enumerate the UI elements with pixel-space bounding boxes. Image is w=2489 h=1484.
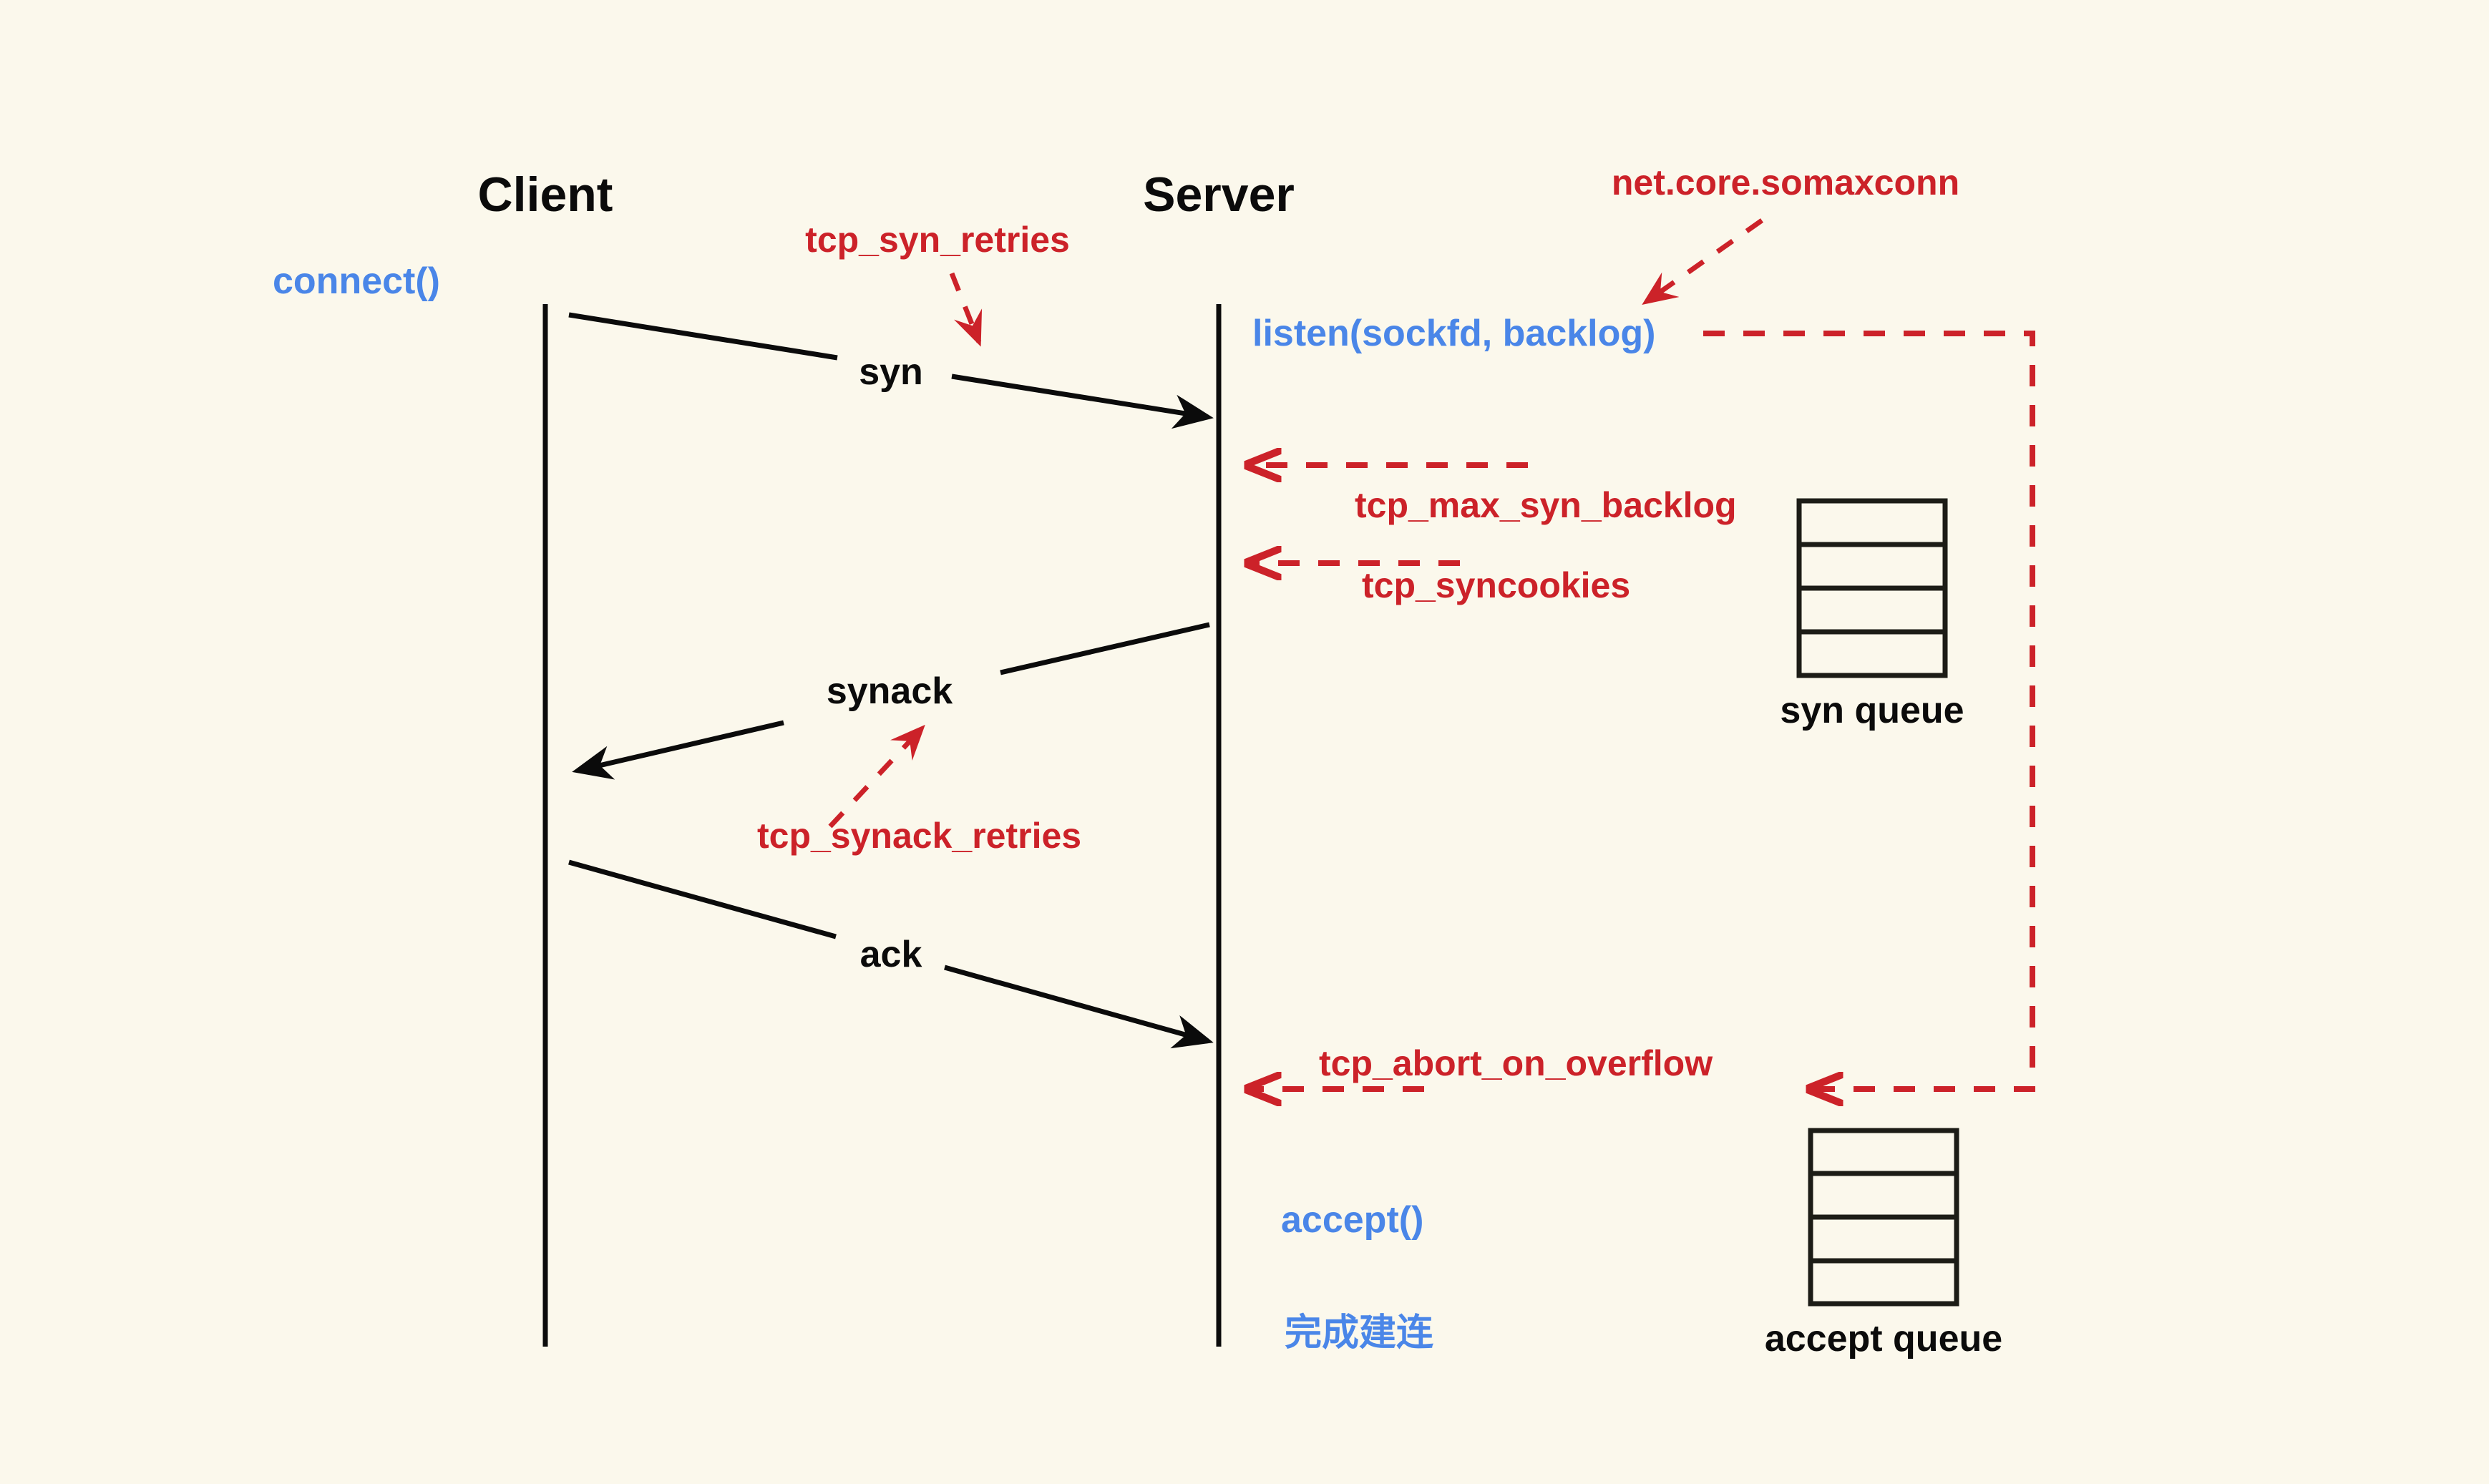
tcp-syncookies-label: tcp_syncookies [1362, 565, 1630, 605]
tcp-syn-retries-label: tcp_syn_retries [805, 220, 1070, 260]
net-core-somaxconn-label: net.core.somaxconn [1612, 162, 1959, 202]
ack-message-label: ack [860, 934, 922, 975]
tcp-synack-retries-label: tcp_synack_retries [757, 816, 1081, 856]
synack-message-label: synack [827, 670, 953, 712]
lane-title-client: Client [478, 167, 613, 222]
syn-queue-group: syn queue [1780, 498, 1964, 731]
accept-call-label: accept() [1281, 1199, 1423, 1241]
syn-message-line-left [568, 312, 838, 361]
accept-queue-group: accept queue [1765, 1128, 2002, 1359]
syn-message-label: syn [859, 351, 923, 393]
listen-call-label: listen(sockfd, backlog) [1252, 313, 1655, 354]
backlog-elbow-path [1703, 331, 2035, 1089]
accept-queue-label: accept queue [1765, 1318, 2002, 1359]
tcp-max-syn-backlog-label: tcp_max_syn_backlog [1355, 485, 1737, 525]
syn-queue-label: syn queue [1780, 690, 1964, 731]
tcp-syn-retries-arrow [949, 272, 983, 347]
ack-message-line-right [944, 965, 1214, 1049]
ack-message-line-left [568, 859, 837, 939]
lane-title-server: Server [1143, 167, 1295, 222]
connect-call-label: connect() [273, 260, 440, 302]
syn-message-line-right [951, 374, 1214, 429]
synack-message-line-left [572, 720, 784, 780]
connection-established-note: 完成建连 [1285, 1312, 1433, 1354]
synack-message-line-right [1000, 622, 1210, 675]
net-core-somaxconn-arrow [1642, 218, 1764, 306]
tcp-synack-retries-arrow [828, 724, 925, 829]
tcp-abort-on-overflow-label: tcp_abort_on_overflow [1319, 1043, 1713, 1083]
